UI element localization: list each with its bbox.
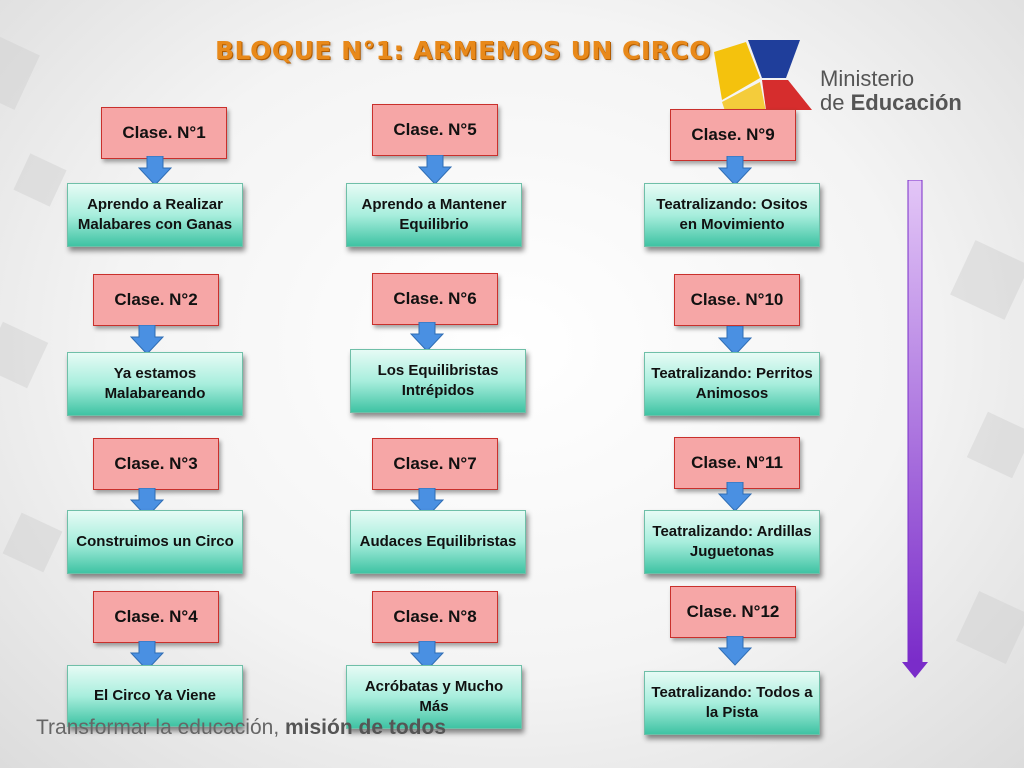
down-arrow-icon: [130, 325, 164, 355]
down-arrow-icon: [718, 156, 752, 186]
actividad-box: Aprendo a Realizar Malabares con Ganas: [67, 183, 243, 247]
down-arrow-icon: [718, 482, 752, 512]
logo-line2: de Educación: [820, 92, 962, 114]
footer-slogan: Transformar la educación, misión de todo…: [36, 716, 446, 740]
background-decoration: [955, 590, 1024, 665]
clase-box: Clase. N°6: [372, 273, 498, 325]
actividad-box: Teatralizando: Perritos Animosos: [644, 352, 820, 416]
background-decoration: [0, 321, 49, 389]
clase-box: Clase. N°9: [670, 109, 796, 161]
actividad-box: Teatralizando: Ardillas Juguetonas: [644, 510, 820, 574]
down-arrow-icon: [410, 488, 444, 518]
down-arrow-icon: [418, 155, 452, 185]
background-decoration: [950, 240, 1024, 320]
background-decoration: [13, 153, 67, 207]
clase-box: Clase. N°11: [674, 437, 800, 489]
actividad-box: Teatralizando: Todos a la Pista: [644, 671, 820, 735]
clase-box: Clase. N°7: [372, 438, 498, 490]
clase-box: Clase. N°5: [372, 104, 498, 156]
background-decoration: [0, 30, 40, 110]
actividad-box: Audaces Equilibristas: [350, 510, 526, 574]
actividad-box: Los Equilibristas Intrépidos: [350, 349, 526, 413]
down-arrow-icon: [718, 326, 752, 356]
down-arrow-icon: [410, 641, 444, 671]
down-arrow-icon: [718, 636, 752, 666]
background-decoration: [2, 512, 63, 573]
clase-box: Clase. N°3: [93, 438, 219, 490]
clase-box: Clase. N°12: [670, 586, 796, 638]
background-decoration: [966, 411, 1024, 479]
clase-box: Clase. N°4: [93, 591, 219, 643]
actividad-box: El Circo Ya Viene: [67, 665, 243, 727]
clase-box: Clase. N°8: [372, 591, 498, 643]
down-arrow-icon: [130, 488, 164, 518]
actividad-box: Teatralizando: Ositos en Movimiento: [644, 183, 820, 247]
footer-part2: misión de todos: [285, 716, 447, 739]
actividad-box: Acróbatas y Mucho Más: [346, 665, 522, 729]
logo-text: Ministerio de Educación: [820, 68, 962, 114]
progress-arrow-icon: [902, 180, 928, 678]
clase-box: Clase. N°1: [101, 107, 227, 159]
down-arrow-icon: [130, 641, 164, 671]
actividad-box: Construimos un Circo: [67, 510, 243, 574]
footer-part1: Transformar la educación,: [36, 716, 285, 739]
down-arrow-icon: [410, 322, 444, 352]
logo-line2-prefix: de: [820, 90, 851, 115]
actividad-box: Aprendo a Mantener Equilibrio: [346, 183, 522, 247]
slide-title: BLOQUE N°1: ARMEMOS UN CIRCO: [215, 36, 712, 65]
clase-box: Clase. N°2: [93, 274, 219, 326]
logo-line1: Ministerio: [820, 66, 915, 91]
actividad-box: Ya estamos Malabareando: [67, 352, 243, 416]
logo-line2-bold: Educación: [850, 90, 962, 115]
clase-box: Clase. N°10: [674, 274, 800, 326]
down-arrow-icon: [138, 156, 172, 186]
